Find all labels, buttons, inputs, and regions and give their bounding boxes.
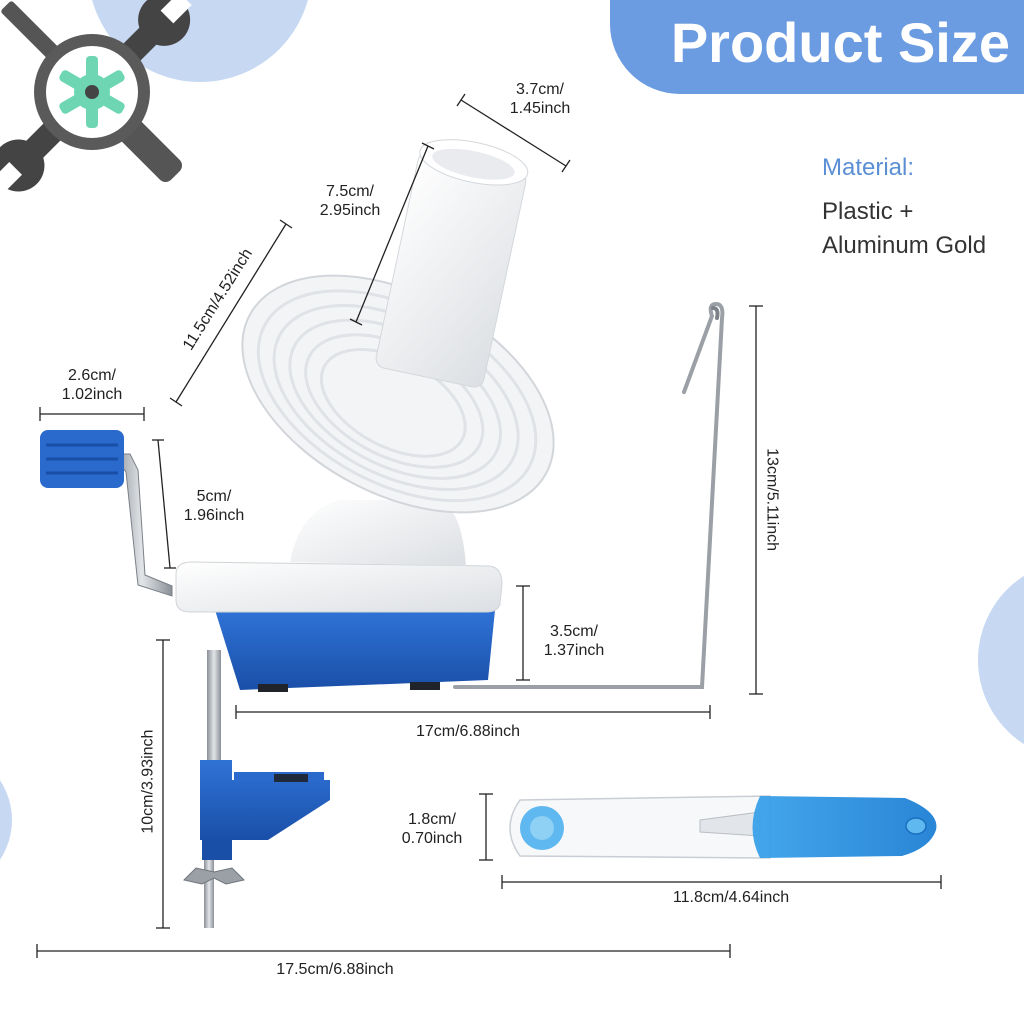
winder-tube	[375, 139, 529, 388]
decor-circle-right	[978, 575, 1024, 745]
decor-circle-left	[0, 780, 12, 860]
winder-base-blue	[215, 610, 495, 690]
dim-base-length: 17cm/6.88inch	[415, 723, 521, 740]
thread-scissors	[509, 795, 937, 859]
winder-top-plate	[175, 561, 503, 613]
winder-neck	[290, 500, 466, 566]
dim-scissors-height: 1.8cm/ 0.70inch	[401, 811, 463, 848]
dim-tube-diameter: 3.7cm/ 1.45inch	[509, 81, 571, 118]
wrench-gear-logo-icon	[0, 0, 192, 194]
material-line-1: Plastic +	[822, 198, 914, 225]
handle-crank	[110, 453, 173, 597]
dim-total-length: 17.5cm/6.88inch	[276, 961, 394, 978]
handle-knob	[40, 430, 124, 488]
header-banner: Product Size	[610, 0, 1024, 94]
dim-base-height: 3.5cm/ 1.37inch	[543, 623, 605, 660]
dim-handle-height: 5cm/ 1.96inch	[183, 488, 245, 525]
dim-clamp-height: 10cm/3.93inch	[139, 729, 157, 834]
dim-yarn-guide-height: 13cm/5.11inch	[763, 448, 781, 552]
material-label: Material:	[822, 154, 915, 181]
dimension-lines	[36, 93, 942, 958]
page-title: Product Size	[670, 11, 1010, 74]
yarn-guide-wire	[453, 301, 725, 689]
table-clamp	[183, 650, 330, 928]
material-line-2: Aluminum Gold	[822, 232, 987, 259]
dim-handle-width: 2.6cm/ 1.02inch	[61, 367, 123, 404]
dim-tube-length: 7.5cm/ 2.95inch	[319, 183, 381, 220]
dim-scissors-length: 11.8cm/4.64inch	[672, 889, 790, 906]
